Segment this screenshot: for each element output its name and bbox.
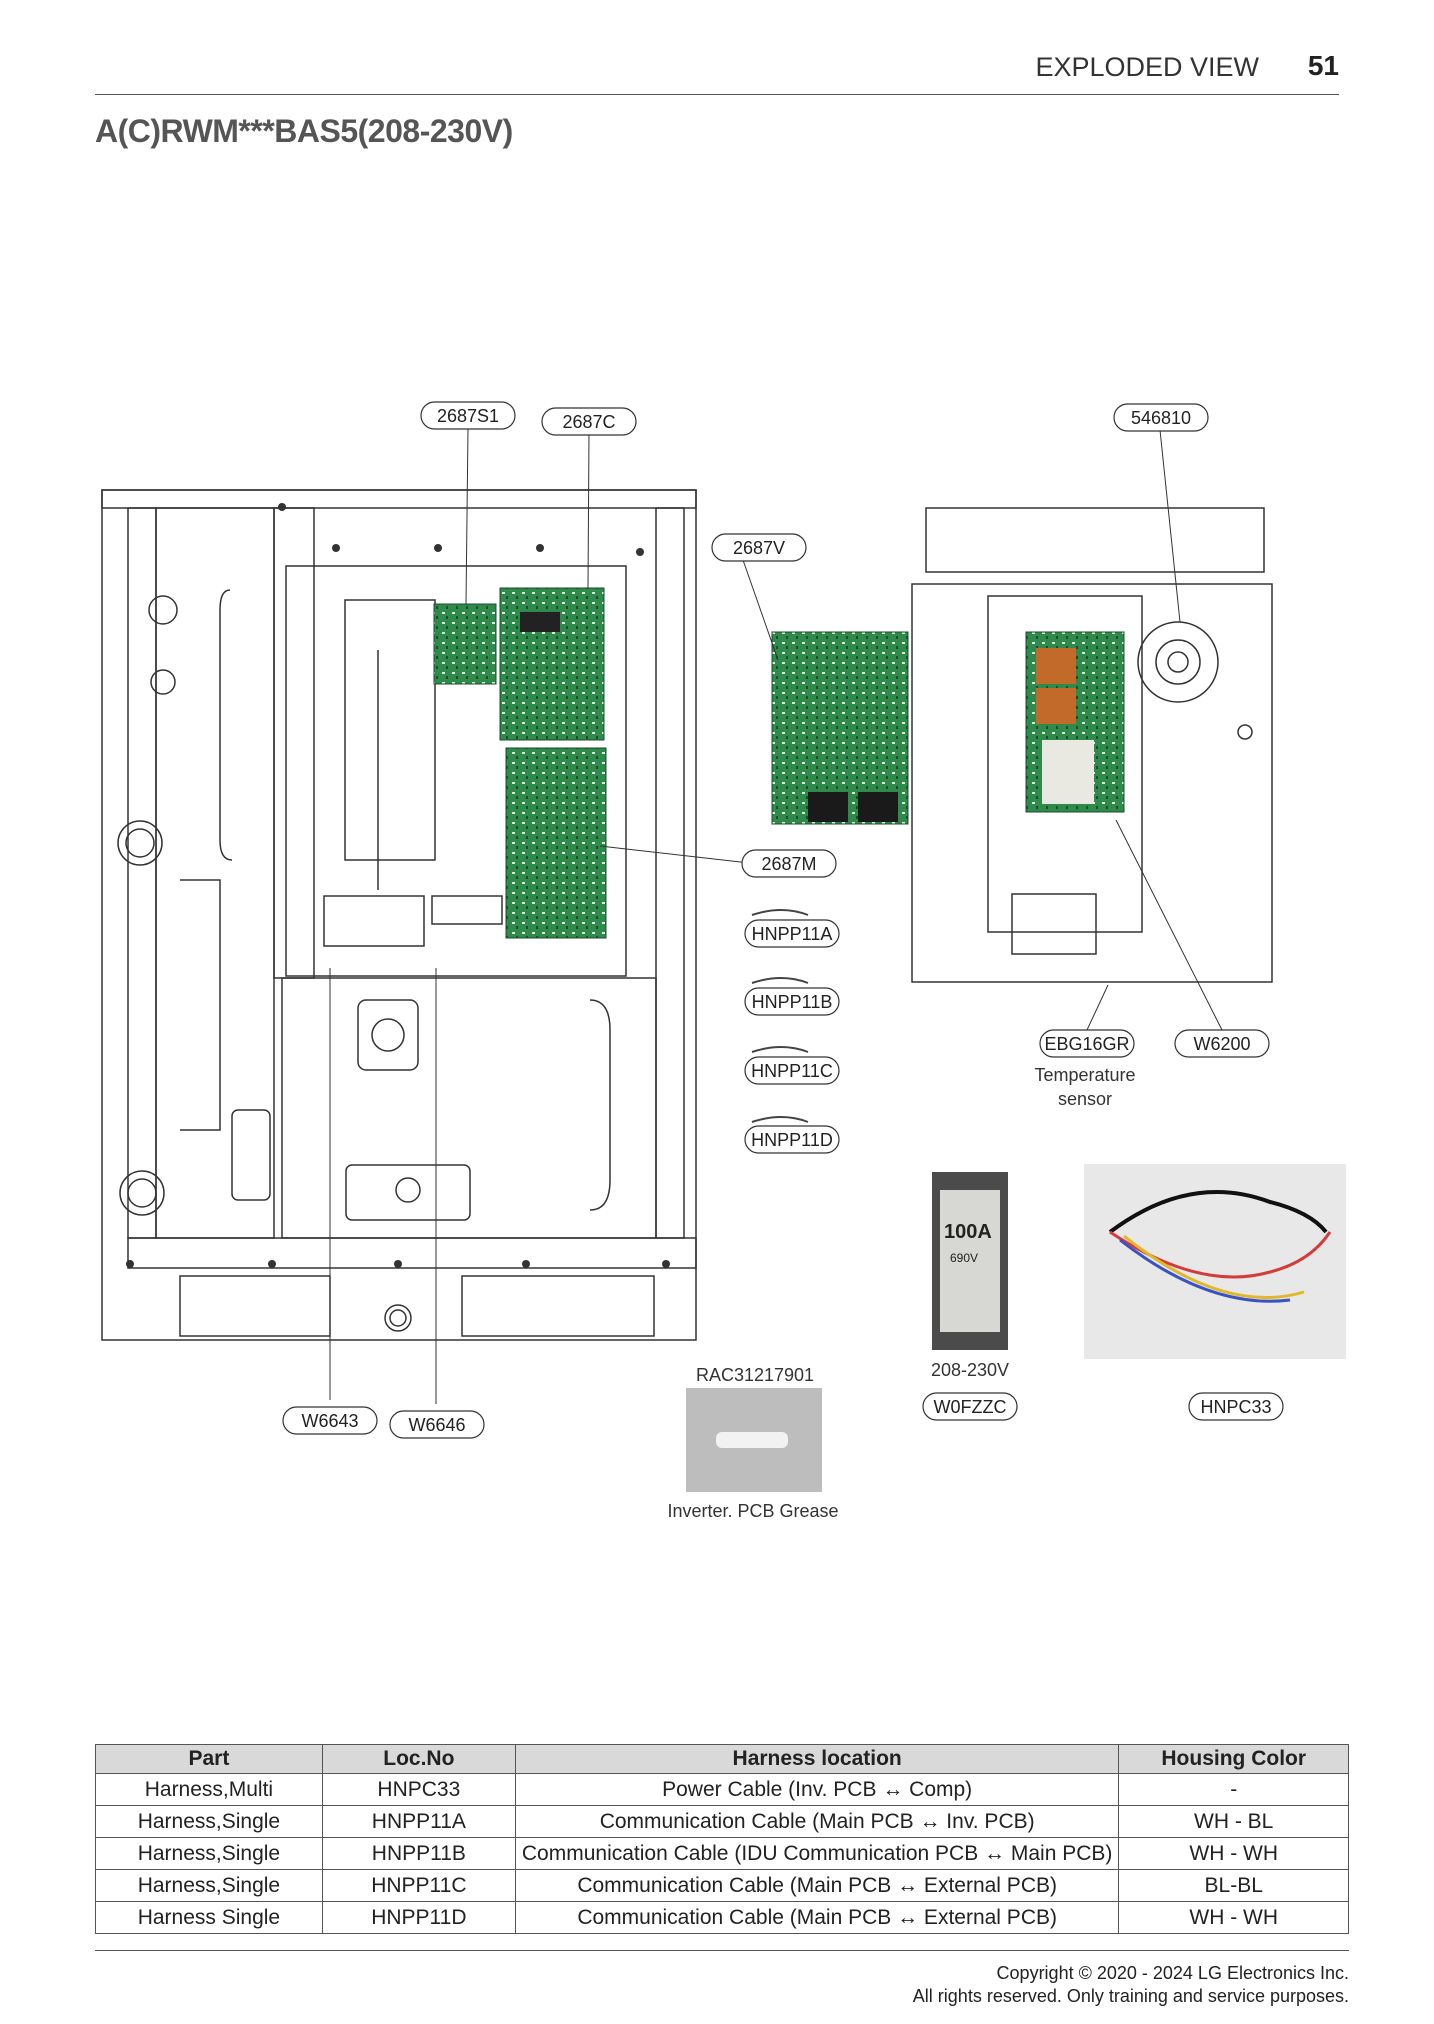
callout-2687M: 2687M: [761, 854, 816, 874]
cell-housing-color: WH - WH: [1118, 1901, 1349, 1934]
cell-loc-no: HNPC33: [321, 1773, 516, 1806]
cell-part: Harness,Single: [95, 1805, 323, 1838]
external-box-drawing: [911, 507, 1273, 983]
callout-HNPP11A: HNPP11A: [752, 924, 833, 944]
inverter-pcb-image: [771, 631, 909, 825]
callout-HNPP11C: HNPP11C: [751, 1061, 833, 1081]
fuse-image: 100A 690V: [932, 1172, 1008, 1350]
page-number: 51: [1307, 50, 1339, 81]
harness-images: [751, 909, 809, 1123]
rights-line: All rights reserved. Only training and s…: [912, 1986, 1349, 2006]
cell-housing-color: WH - BL: [1118, 1805, 1349, 1838]
cell-housing-color: -: [1118, 1773, 1349, 1806]
grease-caption: Inverter. PCB Grease: [667, 1501, 838, 1521]
exploded-view-diagram: 100A 690V: [101, 401, 1346, 1521]
table-row: Harness,Multi HNPC33 Power Cable (Inv. P…: [95, 1773, 1349, 1806]
cell-housing-color: BL-BL: [1118, 1869, 1349, 1902]
cell-harness-location: Power Cable (Inv. PCB ↔ Comp): [514, 1773, 1120, 1806]
table-row: Harness,Single HNPP11C Communication Cab…: [95, 1869, 1349, 1902]
cell-part: Harness,Single: [95, 1869, 323, 1902]
col-header-loc-no: Loc.No: [321, 1744, 516, 1774]
grease-image: [686, 1388, 822, 1492]
callout-2687V: 2687V: [733, 538, 785, 558]
col-header-housing-color: Housing Color: [1118, 1744, 1349, 1774]
model-title: A(C)RWM***BAS5(208-230V): [95, 113, 513, 149]
cell-part: Harness,Multi: [95, 1773, 323, 1806]
callout-W0FZZC: W0FZZC: [934, 1397, 1007, 1417]
callout-2687S1: 2687S1: [437, 406, 499, 426]
cell-part: Harness,Single: [95, 1837, 323, 1870]
col-header-part: Part: [95, 1744, 323, 1774]
cell-housing-color: WH - WH: [1118, 1837, 1349, 1870]
table-row: Harness Single HNPP11D Communication Cab…: [95, 1901, 1349, 1934]
cell-loc-no: HNPP11A: [321, 1805, 516, 1838]
rac-part-caption: RAC31217901: [696, 1365, 814, 1385]
copyright-line: Copyright © 2020 - 2024 LG Electronics I…: [996, 1963, 1349, 1983]
callout-W6643: W6643: [301, 1411, 358, 1431]
cell-part: Harness Single: [95, 1901, 323, 1934]
cell-harness-location: Communication Cable (Main PCB ↔ External…: [514, 1901, 1120, 1934]
temp-sensor-caption-1: Temperature: [1034, 1065, 1135, 1085]
table-row: Harness,Single HNPP11B Communication Cab…: [95, 1837, 1349, 1870]
callout-W6200: W6200: [1193, 1034, 1250, 1054]
page-header: EXPLODED VIEW 51: [95, 48, 1339, 95]
table-row: Harness,Single HNPP11A Communication Cab…: [95, 1805, 1349, 1838]
callout-W6646: W6646: [408, 1415, 465, 1435]
cell-loc-no: HNPP11C: [321, 1869, 516, 1902]
callout-EBG16GR: EBG16GR: [1044, 1034, 1129, 1054]
table-header-row: Part Loc.No Harness location Housing Col…: [95, 1744, 1349, 1774]
cell-loc-no: HNPP11B: [321, 1837, 516, 1870]
cell-loc-no: HNPP11D: [321, 1901, 516, 1934]
cell-harness-location: Communication Cable (Main PCB ↔ External…: [514, 1869, 1120, 1902]
harness-parts-table: Part Loc.No Harness location Housing Col…: [95, 1744, 1349, 1934]
copyright-footer: Copyright © 2020 - 2024 LG Electronics I…: [913, 1962, 1349, 2008]
fuse-voltage-caption: 208-230V: [931, 1360, 1009, 1380]
callout-HNPC33: HNPC33: [1200, 1397, 1271, 1417]
power-harness-image: [1084, 1164, 1346, 1359]
cell-harness-location: Communication Cable (Main PCB ↔ Inv. PCB…: [514, 1805, 1120, 1838]
fuse-volt-mark: 690V: [950, 1251, 978, 1265]
main-unit-drawing: [101, 489, 697, 1341]
callout-HNPP11B: HNPP11B: [752, 992, 833, 1012]
cell-harness-location: Communication Cable (IDU Communication P…: [514, 1837, 1120, 1870]
callout-546810: 546810: [1131, 408, 1191, 428]
leader-lines: [329, 427, 1223, 1404]
callout-HNPP11D: HNPP11D: [751, 1130, 833, 1150]
callout-2687C: 2687C: [562, 412, 615, 432]
fuse-rating: 100A: [944, 1221, 992, 1243]
section-title: EXPLODED VIEW: [1035, 52, 1259, 82]
footer-divider: [95, 1950, 1349, 1951]
col-header-harness-location: Harness location: [514, 1744, 1120, 1774]
temp-sensor-caption-2: sensor: [1058, 1089, 1112, 1109]
